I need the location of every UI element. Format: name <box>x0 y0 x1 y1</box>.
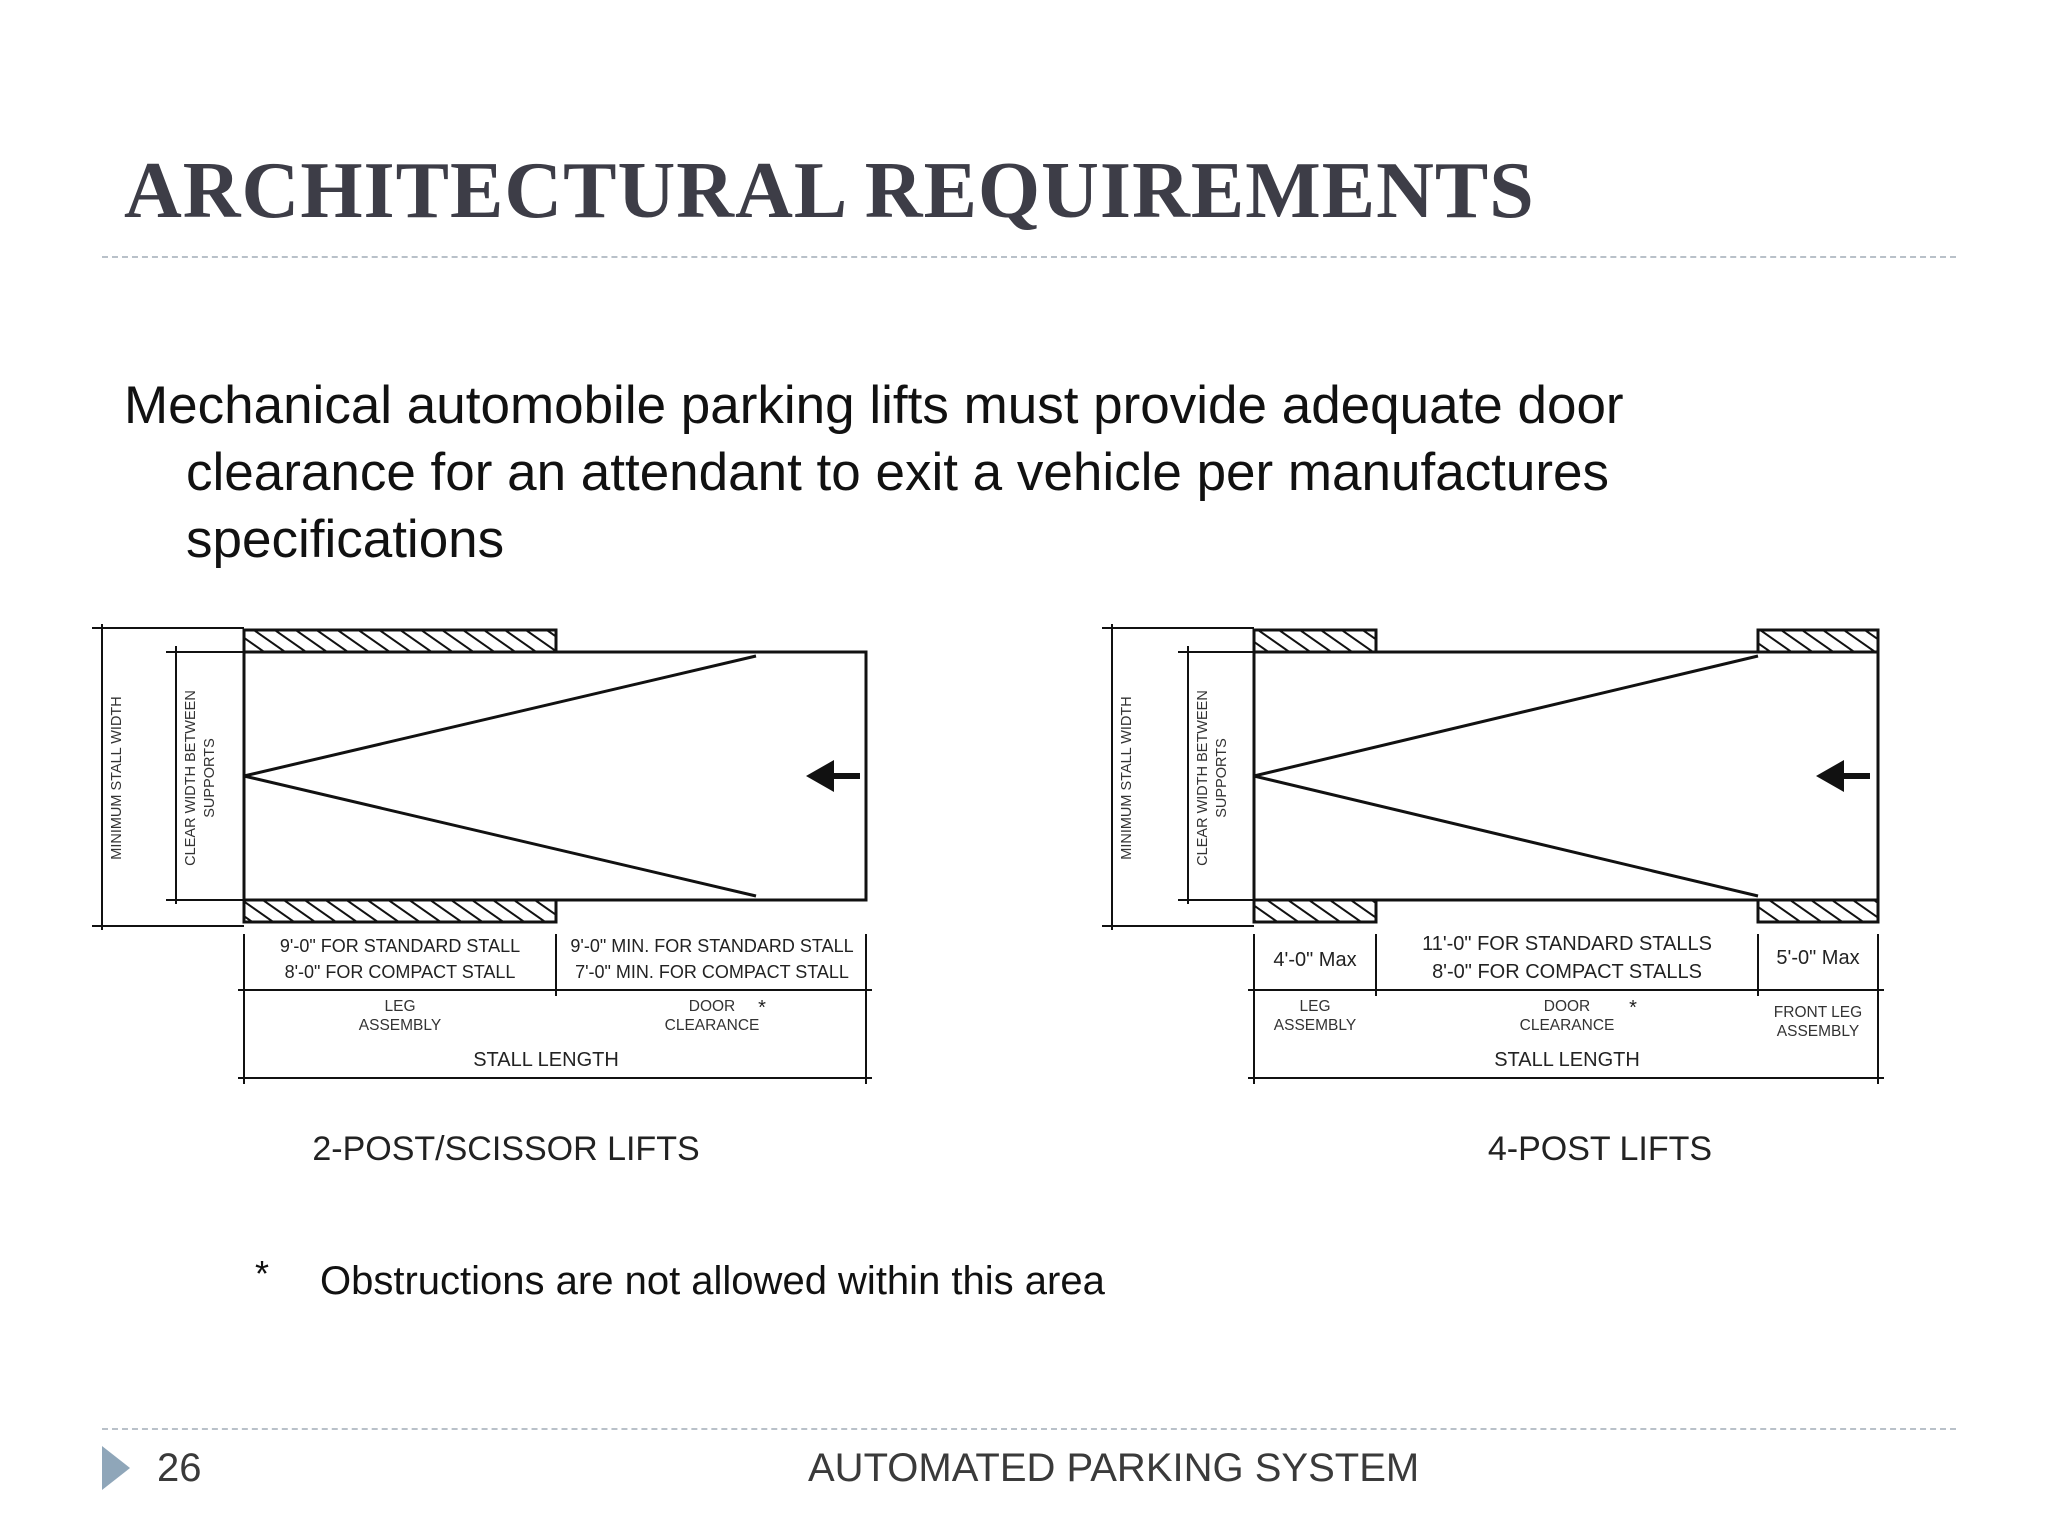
left-bottom-support <box>242 898 558 924</box>
right-diagram-caption: 4-POST LIFTS <box>1488 1130 1712 1168</box>
right-stall-length-label: STALL LENGTH <box>1494 1049 1640 1071</box>
right-door-dim-2: 8'-0" FOR COMPACT STALLS <box>1432 961 1702 983</box>
right-leg-dim: 4'-0" Max <box>1273 949 1356 971</box>
left-leg-label-1: LEG <box>384 998 415 1015</box>
right-door-marker: * <box>1629 997 1637 1019</box>
footer-divider <box>102 1428 1956 1430</box>
right-door-label-2: CLEARANCE <box>1520 1017 1615 1034</box>
slide-title: ARCHITECTURAL REQUIREMENTS <box>124 147 1535 235</box>
footer-title: AUTOMATED PARKING SYSTEM <box>808 1446 1420 1490</box>
lift-diagrams: MINIMUM STALL WIDTH CLEAR WIDTH BETWEEN … <box>0 600 2048 1180</box>
title-divider <box>102 256 1956 258</box>
left-door-dim-2: 7'-0" MIN. FOR COMPACT STALL <box>575 962 849 982</box>
left-door-label-2: CLEARANCE <box>665 1017 760 1034</box>
two-post-lift-diagram: MINIMUM STALL WIDTH CLEAR WIDTH BETWEEN … <box>92 624 872 1168</box>
right-clear-width-label-2: SUPPORTS <box>1214 738 1230 818</box>
left-door-label-1: DOOR <box>689 998 736 1015</box>
footer-triangle-icon <box>102 1446 130 1490</box>
entry-arrow-icon <box>806 760 860 792</box>
entry-arrow-icon <box>1816 760 1870 792</box>
right-door-dim-1: 11'-0" FOR STANDARD STALLS <box>1422 933 1712 955</box>
obstruction-note: * Obstructions are not allowed within thi… <box>255 1253 1105 1304</box>
left-diagram-caption: 2-POST/SCISSOR LIFTS <box>312 1130 699 1168</box>
note-text: Obstructions are not allowed within this… <box>320 1259 1105 1303</box>
right-rear-bottom-post <box>1252 898 1378 924</box>
left-min-width-label: MINIMUM STALL WIDTH <box>109 696 125 860</box>
left-stall-length-label: STALL LENGTH <box>473 1049 619 1071</box>
left-clear-width-label-2: SUPPORTS <box>202 738 218 818</box>
note-asterisk: * <box>255 1253 270 1294</box>
left-top-support <box>242 628 558 654</box>
left-door-marker: * <box>758 997 766 1019</box>
right-front-top-post <box>1756 628 1880 654</box>
right-clear-width-label-1: CLEAR WIDTH BETWEEN <box>1195 690 1211 866</box>
left-leg-dim-2: 8'-0" FOR COMPACT STALL <box>285 962 516 982</box>
right-front-label-1: FRONT LEG <box>1774 1004 1862 1021</box>
right-rear-top-post <box>1252 628 1378 654</box>
page-number: 26 <box>157 1446 202 1490</box>
right-leg-label-2: ASSEMBLY <box>1274 1017 1356 1034</box>
right-front-dim: 5'-0" Max <box>1776 947 1859 969</box>
left-door-dim-1: 9'-0" MIN. FOR STANDARD STALL <box>570 936 853 956</box>
right-min-width-label: MINIMUM STALL WIDTH <box>1119 696 1135 860</box>
left-leg-label-2: ASSEMBLY <box>359 1017 441 1034</box>
right-front-label-2: ASSEMBLY <box>1777 1023 1859 1040</box>
left-leg-dim-1: 9'-0" FOR STANDARD STALL <box>280 936 520 956</box>
slide-body-text: Mechanical automobile parking lifts must… <box>124 376 1624 569</box>
right-leg-label-1: LEG <box>1299 998 1330 1015</box>
right-front-bottom-post <box>1756 898 1880 924</box>
left-clear-width-label-1: CLEAR WIDTH BETWEEN <box>183 690 199 866</box>
lift-diagrams-svg: MINIMUM STALL WIDTH CLEAR WIDTH BETWEEN … <box>92 624 1884 1168</box>
right-door-label-1: DOOR <box>1544 998 1591 1015</box>
four-post-lift-diagram: MINIMUM STALL WIDTH CLEAR WIDTH BETWEEN … <box>1102 624 1884 1168</box>
